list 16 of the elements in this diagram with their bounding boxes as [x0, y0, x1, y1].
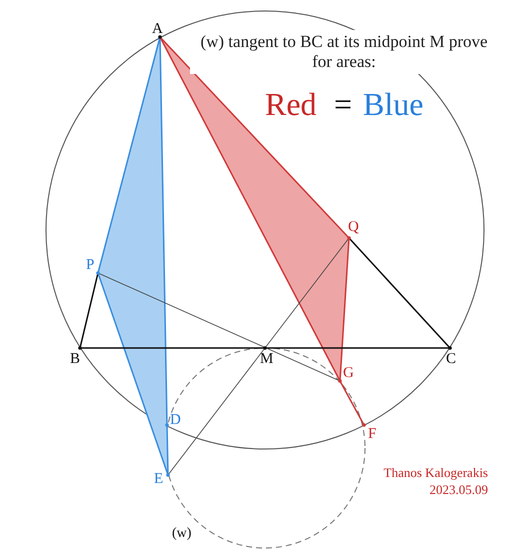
point-label: G [343, 366, 354, 381]
point-label: C [446, 352, 456, 367]
point-label: M [260, 352, 274, 367]
date-text: 2023.05.09 [430, 483, 488, 496]
point-label: B [70, 352, 80, 367]
point-label: A [152, 22, 163, 37]
point-label: P [86, 258, 94, 273]
author-name: Thanos Kalogerakis [384, 466, 488, 479]
area-label: Red [265, 88, 317, 120]
point-label: E [154, 472, 164, 487]
area-label: Blue [363, 88, 424, 120]
circle-label: (w) [172, 527, 192, 541]
point-label: Q [348, 220, 359, 235]
equals-sign: = [334, 88, 352, 120]
point-label: F [368, 427, 376, 442]
point-label: D [170, 413, 181, 428]
